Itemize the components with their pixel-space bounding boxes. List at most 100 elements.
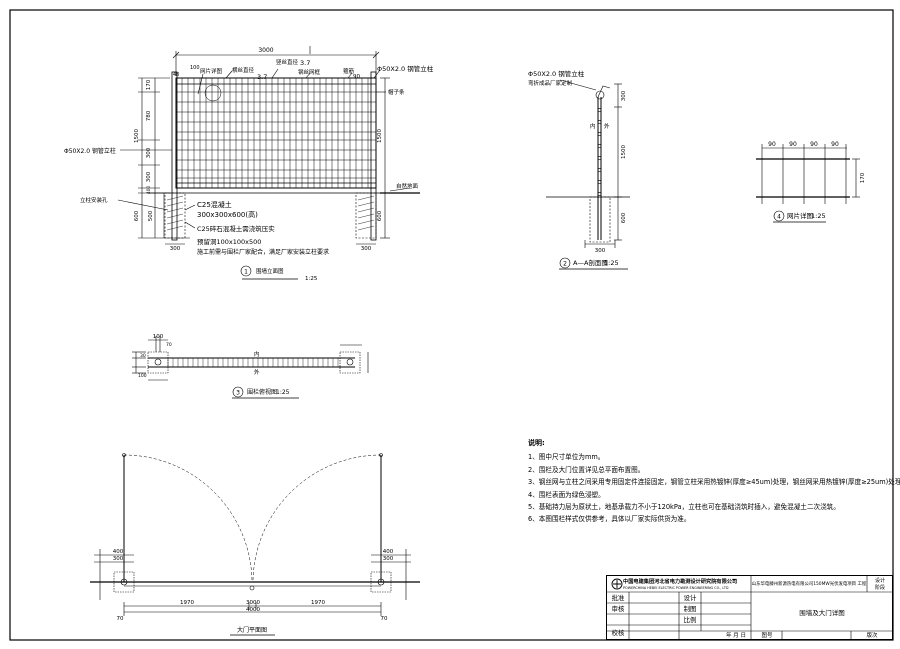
sec-dim-600: 600	[621, 212, 627, 223]
gate-dim-70-left: 70	[117, 616, 124, 622]
dim-48: 48	[173, 72, 179, 78]
label-h-wire-val: 3.7	[257, 73, 267, 81]
gate-dim-3000: 3000	[246, 600, 260, 606]
sec-outside: 外	[604, 122, 610, 130]
plan-dim-100: 100	[153, 334, 164, 340]
sec-dim-300: 300	[621, 90, 627, 101]
label-mesh-detail: 网片详图	[200, 67, 223, 75]
mesh-dim-3: 90	[810, 141, 818, 148]
note-line-6: 6、本图围栏样式仅供参考，具体以厂家实际供货为准。	[528, 515, 691, 524]
foundation-hatch	[166, 225, 184, 231]
dim-left-170: 170	[146, 79, 152, 90]
drawing-frame	[9, 9, 894, 641]
label-top-bar: 帽子条	[388, 88, 405, 96]
title-block: 中国电建集团河北省电力勘测设计研究院有限公司 POWERCHINA HEBEI …	[606, 575, 893, 640]
gate-plan-text: 400 300 400 300 1970 3000 1970 4000 70 7…	[113, 549, 394, 636]
dim-right-1500: 1500	[377, 129, 383, 143]
notes-title: 说明:	[528, 439, 545, 447]
label-pre-embed: 预留洞100x100x500	[197, 237, 261, 246]
note-line-2: 2、围栏及大门位置详见总平面布置图。	[528, 465, 645, 474]
gate-plan	[90, 453, 420, 616]
label-install-note: 施工前需与围栏厂家配合，满足厂家安装立柱要求	[197, 248, 329, 256]
label-ground: 自然地面	[396, 182, 419, 190]
plan-title: 围栏俯视图	[247, 388, 277, 396]
note-line-5: 5、基础持力层为原状土，地基承载力不小于120kPa，立柱也可在基础浇筑时插入，…	[528, 503, 840, 512]
section-scale: 1:25	[604, 259, 619, 267]
label-post-spec: Φ50X2.0 钢管立柱	[377, 64, 434, 73]
dim-left-600: 600	[134, 210, 140, 221]
company-name-en: POWERCHINA HEBEI ELECTRIC POWER ENGINEER…	[623, 586, 729, 590]
section-aa	[546, 79, 630, 248]
mesh-dim-170: 170	[860, 172, 866, 183]
plan-outside: 外	[254, 368, 260, 376]
label-c25: C25混凝土	[197, 200, 232, 209]
foundation-hatch	[357, 201, 375, 207]
foundation-hatch	[166, 201, 184, 207]
row-approve-label: 批准	[611, 594, 625, 602]
label-stirrup: 箍筋	[343, 67, 355, 75]
dim-left-300b: 300	[146, 171, 152, 182]
sec-dim-1500: 1500	[621, 145, 627, 159]
note-line-3: 3、钢丝网与立柱之间采用专用固定件连接固定，钢管立柱采用热镀锌(厚度≥45um)…	[528, 478, 900, 487]
fence-elevation-text: 3000 48 100 网片详图 横丝直径 3.7 竖丝直径 3.7 钢丝网框 …	[64, 47, 434, 282]
plan-inside: 内	[254, 350, 260, 358]
version-label: 版次	[866, 633, 878, 639]
wire-section-dot	[597, 120, 602, 124]
label-c25-gravel: C25碎石混凝土需浇筑压实	[197, 224, 275, 233]
foundation-hatch	[166, 219, 184, 225]
foundation-hatch	[166, 213, 184, 219]
gate-dim-right-400: 400	[383, 549, 394, 555]
title-block-grid	[607, 576, 892, 639]
project-name: 山东华电滕州新源热电有限公司150MW光伏发电项目 工程	[752, 582, 866, 587]
row-draft-label: 制图	[683, 605, 697, 613]
fence-elevation	[117, 46, 420, 245]
row-check-label: 校核	[611, 628, 625, 637]
wire-section-dot	[597, 108, 602, 112]
plan-dim-100b: 100	[138, 373, 147, 379]
dim-3000: 3000	[258, 47, 273, 54]
foundation-hatch	[166, 195, 184, 201]
mesh-dim-4: 90	[831, 141, 839, 148]
drawing-title: 围墙及大门详图	[799, 608, 845, 617]
dim-100: 100	[190, 65, 200, 71]
company-name-cn: 中国电建集团河北省电力勘测设计研究院有限公司	[623, 578, 738, 585]
date-label: 年 月 日	[726, 633, 746, 639]
mesh-dim-2: 90	[789, 141, 797, 148]
sec-inside: 内	[590, 122, 596, 130]
plan-scale: 1:25	[276, 389, 290, 396]
wire-section-dot	[597, 192, 602, 196]
foundation-hatch	[357, 213, 375, 219]
foundation-hatch	[357, 195, 375, 201]
sec-dim-300b: 300	[595, 248, 606, 254]
section-bend: 弯折成品厂家定制	[528, 79, 573, 87]
row-review-label: 审核	[611, 605, 625, 613]
row-blank-label	[679, 625, 701, 631]
foundation-hatch	[357, 225, 375, 231]
fence-plan	[132, 336, 369, 381]
plan-dim-70: 70	[166, 342, 172, 348]
dim-left-500: 500	[148, 210, 154, 221]
gate-dim-1970-left: 1970	[180, 600, 194, 606]
plan-num: 3	[236, 390, 240, 397]
section-num: 2	[563, 261, 567, 268]
design-notes: 说明: 1、图中尺寸单位为mm。 2、围栏及大门位置详见总平面布置图。 3、钢丝…	[528, 437, 900, 526]
gate-dim-left-400: 400	[113, 549, 124, 555]
foundation-hatch	[166, 207, 184, 213]
label-v-wire-val: 3.7	[300, 59, 310, 67]
section-title: A—A剖面图	[573, 258, 608, 267]
wire-section-dot	[597, 144, 602, 148]
wire-section-dot	[597, 180, 602, 184]
dim-left-300: 300	[146, 147, 152, 158]
dim-left-400: 400	[146, 186, 152, 195]
label-v-wire: 竖丝直径	[276, 58, 299, 66]
note-line-4: 4、围栏表面为绿色浸塑。	[528, 490, 605, 499]
label-c25-size: 300x300x600(高)	[197, 210, 258, 219]
row-scale-label: 比例	[683, 616, 697, 624]
company-logo	[611, 578, 623, 590]
dim-right-600: 600	[377, 210, 383, 221]
elevation-scale: 1:25	[305, 276, 318, 282]
wire-section-dot	[597, 168, 602, 172]
mesh-detail	[756, 144, 860, 204]
drawing-no-label: 图号	[761, 633, 773, 639]
